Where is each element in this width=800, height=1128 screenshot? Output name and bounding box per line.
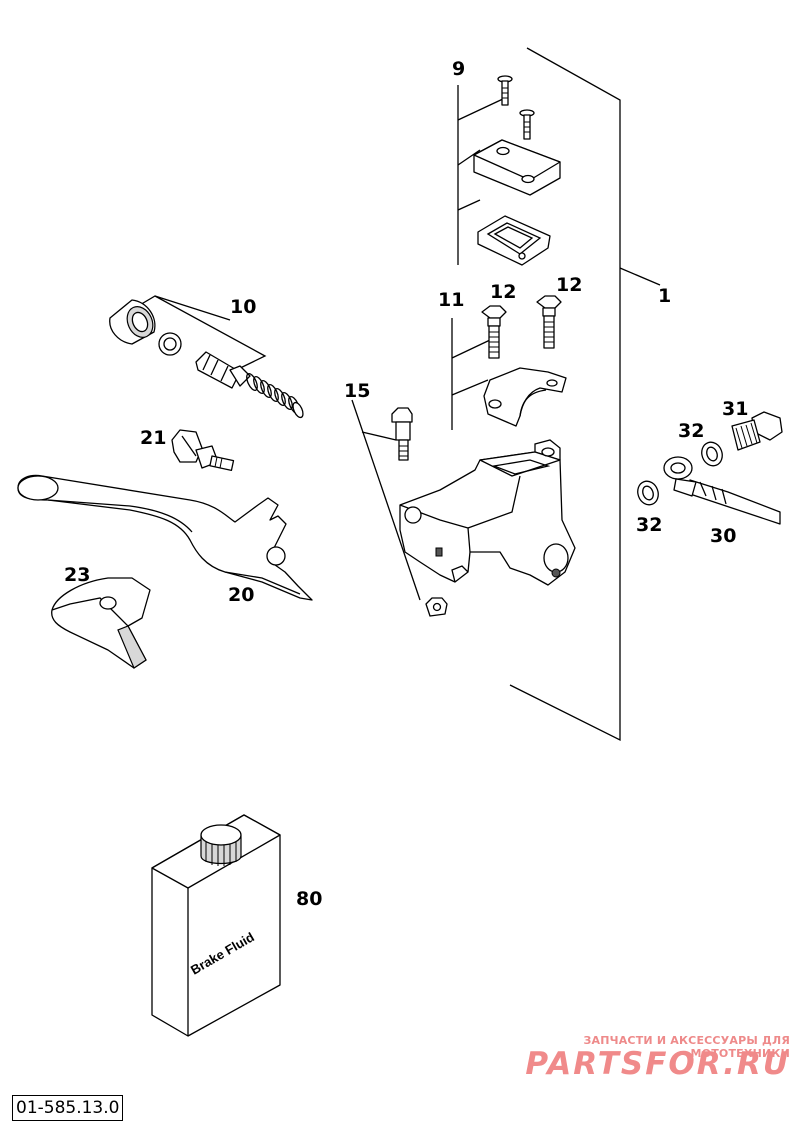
return-spring [246,373,304,419]
label-part-21: 21 [140,427,166,449]
part-23-lever-guard [51,577,151,669]
assembly-bracket [509,47,661,742]
watermark-logo: PARTSFOR.RU [525,1046,790,1082]
part-21-adjuster [171,429,235,472]
part-9-reservoir-cover [457,75,561,266]
label-part-32-a: 32 [678,420,704,442]
part-10-piston-kit [109,295,304,419]
diagram-reference-number: 01-585.13.0 [12,1095,124,1121]
label-part-1: 1 [658,285,671,307]
label-part-11: 11 [438,289,464,311]
label-part-23: 23 [64,564,90,586]
label-part-12-a: 12 [490,281,516,303]
part-20-brake-lever [17,474,313,601]
part-15-pivot-bolt [351,399,448,617]
label-part-15: 15 [344,380,370,402]
part-30-31-32-brake-line [637,411,783,525]
label-part-30: 30 [710,525,736,547]
label-part-32-b: 32 [636,514,662,536]
label-part-9: 9 [452,58,465,80]
label-part-20: 20 [228,584,254,606]
part-80-brake-fluid-bottle: Brake Fluid [151,814,281,1037]
part-1-master-cylinder [399,439,576,586]
watermark-tagline: ЗАПЧАСТИ И АКСЕССУАРЫ ДЛЯ МОТОТЕХНИКИ [583,1034,790,1060]
label-part-31: 31 [722,398,748,420]
label-part-12-b: 12 [556,274,582,296]
label-part-10: 10 [230,296,256,318]
label-part-80: 80 [296,888,322,910]
part-11-12-clamp-bolts [451,295,567,430]
part-labels: 1 9 10 11 12 12 15 20 21 23 30 31 32 32 … [64,58,748,910]
